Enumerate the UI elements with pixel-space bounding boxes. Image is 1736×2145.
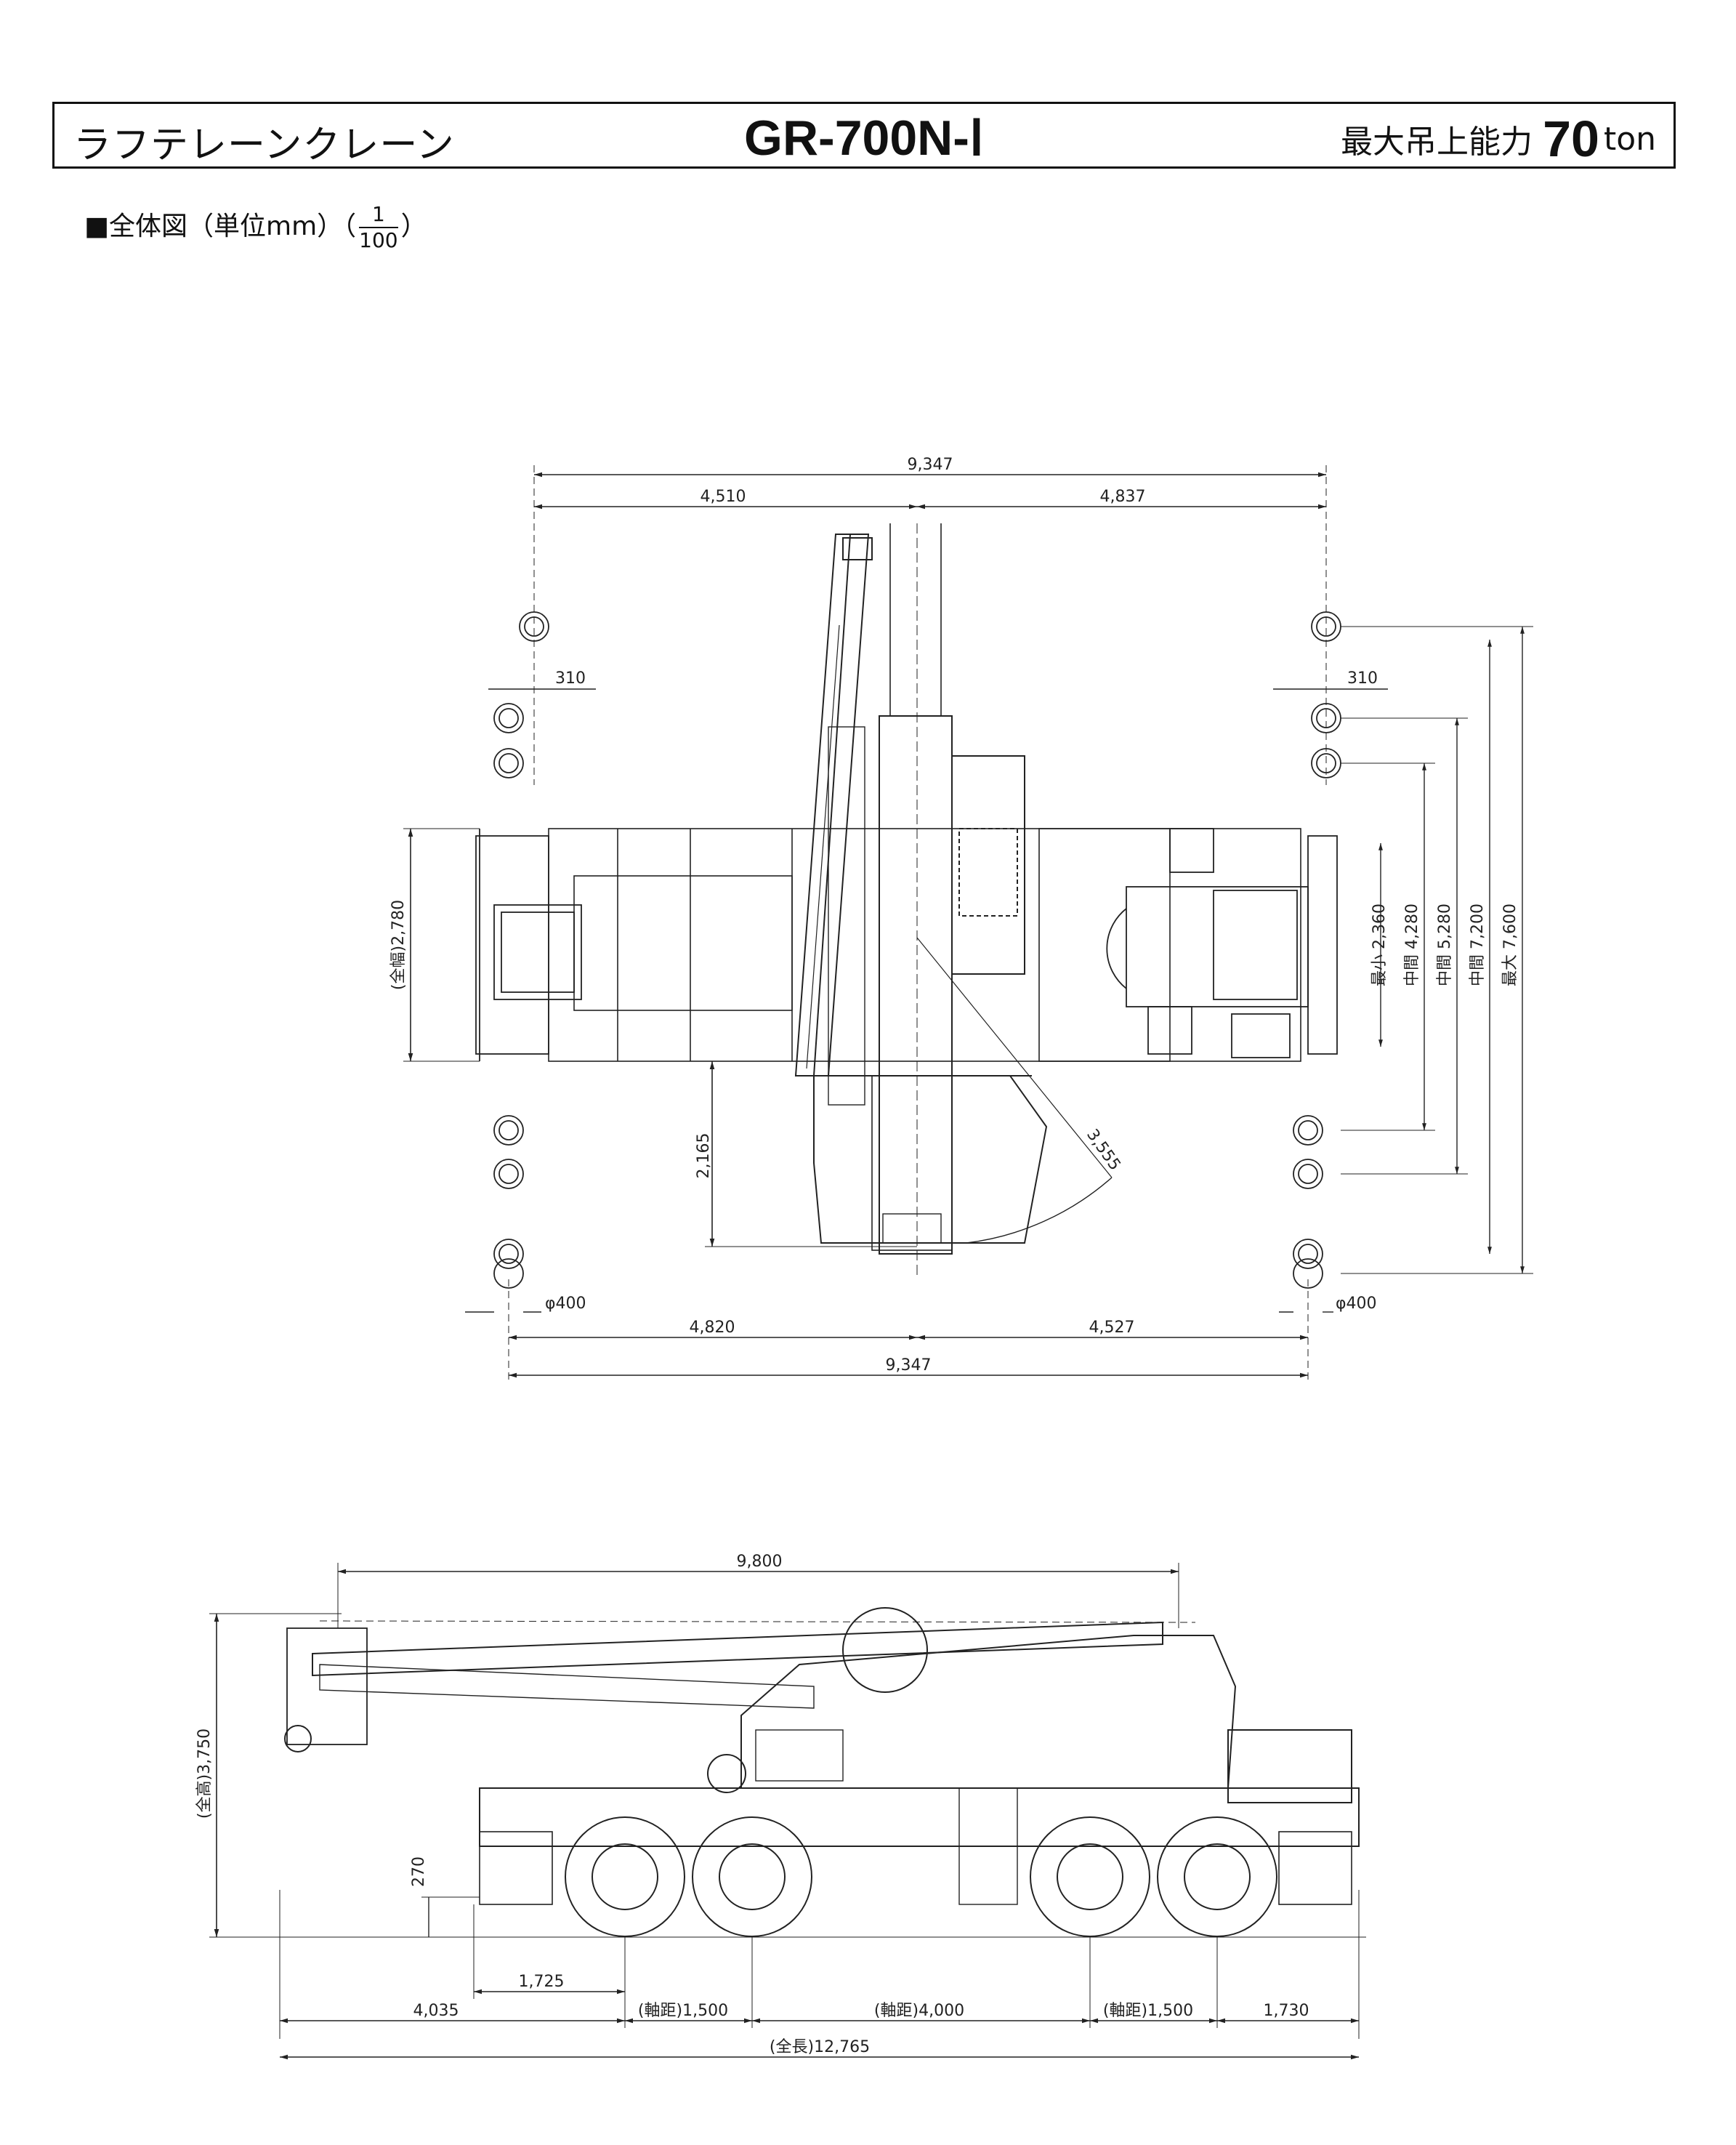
dim-front-half: 4,510 bbox=[534, 488, 917, 510]
boom-side bbox=[284, 1620, 1196, 1752]
dim-tail-offset: 2,165 bbox=[695, 1061, 917, 1247]
dim-rear-half: 4,837 bbox=[917, 488, 1326, 510]
span-4-label: 最大 bbox=[1501, 954, 1519, 986]
dim-overall-height: (全高)3,750 bbox=[195, 1613, 654, 1938]
carrier-front-end bbox=[475, 829, 582, 1061]
dim-pad-offset-right: 310 bbox=[1273, 669, 1388, 690]
span-4-value: 7,600 bbox=[1501, 904, 1519, 949]
dim-tail-offset-label: 2,165 bbox=[695, 1133, 713, 1179]
dim-overall-height-label: (全高)3,750 bbox=[195, 1729, 214, 1819]
dim-top-overall: 9,347 bbox=[534, 456, 1326, 478]
dim-pad-diameter-left-label: φ400 bbox=[545, 1295, 586, 1313]
carrier-rear-end bbox=[1106, 828, 1338, 1058]
svg-text:中間 7,200: 中間 7,200 bbox=[1469, 904, 1487, 986]
outrigger-beams bbox=[548, 828, 1301, 1062]
dim-pad-offset-left-label: 310 bbox=[555, 669, 586, 688]
dim-front-to-pad: 1,725 bbox=[473, 1904, 625, 1999]
outrigger-span-labels: 最小 2,360 中間 4,280 中間 5,280 中間 7,200 最大 7… bbox=[1370, 904, 1519, 986]
model-name: GR-700N-Ⅰ bbox=[744, 110, 984, 166]
dim-overall-width: (全幅)2,780 bbox=[389, 828, 480, 1062]
svg-text:最小 2,360: 最小 2,360 bbox=[1370, 904, 1389, 986]
span-2-value: 5,280 bbox=[1436, 904, 1454, 949]
boom-centerline bbox=[879, 523, 953, 1279]
span-2-label: 中間 bbox=[1436, 954, 1454, 986]
dim-front-overhang: 4,035 bbox=[280, 2002, 625, 2024]
svg-text:最大 7,600: 最大 7,600 bbox=[1501, 904, 1519, 986]
dim-wheelbase-mid-label: (軸距)4,000 bbox=[874, 2002, 964, 2020]
dim-pad-diameter-right: φ400 bbox=[1279, 1295, 1377, 1313]
dim-wheelbase-front: (軸距)1,500 bbox=[625, 2002, 752, 2024]
outrigger-pads-left bbox=[493, 611, 549, 1289]
dim-top-overall-label: 9,347 bbox=[908, 456, 953, 474]
dim-pad-diameter-right-label: φ400 bbox=[1336, 1295, 1377, 1313]
dim-bottom-rear: 4,527 bbox=[917, 1319, 1308, 1340]
side-view: 9,800 (全高)3,750 bbox=[195, 1553, 1366, 2060]
span-0-label: 最小 bbox=[1370, 954, 1389, 986]
capacity-label: 最大吊上能力 bbox=[1341, 124, 1533, 161]
dim-rear-overhang-label: 1,730 bbox=[1264, 2002, 1309, 2020]
carrier-side bbox=[479, 1729, 1360, 1905]
top-view: 9,347 4,510 4,837 310 310 bbox=[389, 456, 1533, 1381]
span-3-value: 7,200 bbox=[1469, 904, 1487, 949]
dim-wheelbase-front-label: (軸距)1,500 bbox=[638, 2002, 728, 2020]
dim-front-to-pad-label: 1,725 bbox=[519, 1973, 565, 1991]
span-1-label: 中間 bbox=[1403, 954, 1421, 986]
boom-top bbox=[794, 534, 873, 1106]
dim-overall-width-label: (全幅)2,780 bbox=[389, 900, 408, 990]
span-0-value: 2,360 bbox=[1370, 904, 1389, 949]
capacity-unit: ton bbox=[1603, 120, 1656, 158]
dim-wheelbase-rear-label: (軸距)1,500 bbox=[1103, 2002, 1193, 2020]
wheels bbox=[565, 1816, 1277, 1937]
dim-rear-half-label: 4,837 bbox=[1100, 488, 1146, 506]
dim-bottom-rear-label: 4,527 bbox=[1089, 1319, 1135, 1337]
dim-pad-offset-left: 310 bbox=[488, 669, 596, 690]
svg-text:中間 4,280: 中間 4,280 bbox=[1403, 904, 1421, 986]
subtitle-close: ） bbox=[400, 212, 427, 241]
dim-wheelbase-mid: (軸距)4,000 bbox=[752, 2002, 1090, 2024]
dim-boom-length-label: 9,800 bbox=[737, 1553, 783, 1571]
dim-front-half-label: 4,510 bbox=[701, 488, 746, 506]
scale-denominator: 100 bbox=[359, 228, 398, 252]
dim-boom-length: 9,800 bbox=[337, 1553, 1179, 1628]
dim-pad-diameter-left: φ400 bbox=[465, 1295, 586, 1313]
crane-type: ラフテレーンクレーン bbox=[73, 124, 455, 167]
dim-rear-overhang: 1,730 bbox=[1217, 2002, 1359, 2024]
dim-bottom-overall: 9,347 bbox=[509, 1356, 1308, 1378]
superstructure-top bbox=[813, 755, 1048, 1251]
capacity-value: 70 bbox=[1543, 110, 1599, 167]
dim-bottom-front-label: 4,820 bbox=[690, 1319, 735, 1337]
span-3-label: 中間 bbox=[1469, 954, 1487, 986]
dim-pad-offset-right-label: 310 bbox=[1347, 669, 1378, 688]
outrigger-span-dims bbox=[1341, 626, 1533, 1274]
dim-ground-clearance: 270 bbox=[410, 1856, 480, 1937]
subtitle-label: ■全体図（単位mm）（ bbox=[84, 212, 357, 241]
dim-bottom-front: 4,820 bbox=[509, 1319, 917, 1340]
svg-text:中間 5,280: 中間 5,280 bbox=[1436, 904, 1454, 986]
dim-overall-length-label: (全長)12,765 bbox=[770, 2038, 870, 2056]
scale-numerator: 1 bbox=[359, 202, 398, 228]
span-1-value: 4,280 bbox=[1403, 904, 1421, 949]
dim-overall-length: (全長)12,765 bbox=[280, 2038, 1359, 2060]
dim-bottom-overall-label: 9,347 bbox=[886, 1356, 932, 1375]
dim-ground-clearance-label: 270 bbox=[410, 1856, 428, 1887]
dim-wheelbase-rear: (軸距)1,500 bbox=[1090, 2002, 1217, 2024]
dim-front-overhang-label: 4,035 bbox=[413, 2002, 459, 2020]
